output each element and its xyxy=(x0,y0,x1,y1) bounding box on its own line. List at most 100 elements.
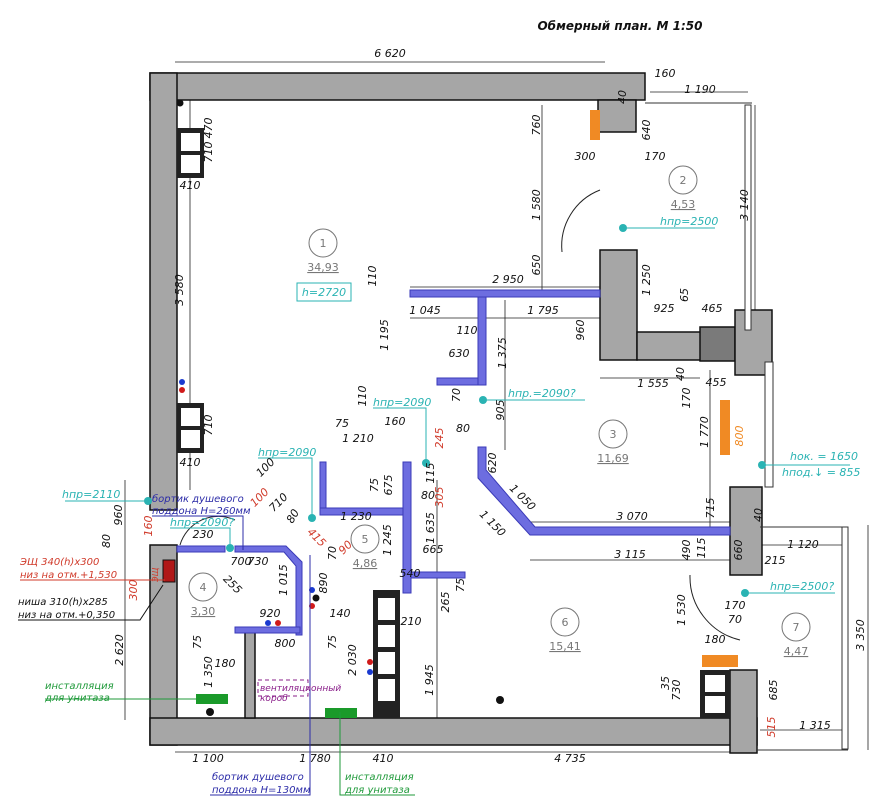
dimension-label: 3 070 xyxy=(616,510,648,523)
dimension-label: 6 620 xyxy=(374,47,406,60)
room-number-circle xyxy=(781,612,811,642)
dimension-label: 80 xyxy=(284,507,302,526)
dimension-label: 180 xyxy=(215,657,236,670)
room-area: 4,53 xyxy=(671,198,696,211)
room-number: 3 xyxy=(610,428,617,441)
room-number: 5 xyxy=(362,533,369,546)
dimension-label: 100 xyxy=(254,456,278,480)
dimension-label: 700 xyxy=(231,555,252,568)
door-height-label: hпр=2110 xyxy=(62,488,120,501)
fixtures xyxy=(176,99,738,718)
wall-column xyxy=(599,249,638,361)
room-area: 4,86 xyxy=(353,557,378,570)
dimension-label: 1 315 xyxy=(799,719,831,732)
dimension-label: 410 xyxy=(180,456,201,469)
dimension-label: 110 xyxy=(366,266,379,287)
dimension-label: 75 xyxy=(454,578,467,592)
walls xyxy=(149,72,773,754)
electrical-panel xyxy=(162,559,176,583)
dimension-label: 3 140 xyxy=(738,189,751,221)
brick-blocks xyxy=(177,128,730,718)
dimension-label: 1 120 xyxy=(787,538,819,551)
dimension-label: 70 xyxy=(728,613,742,626)
room-area: 11,69 xyxy=(597,452,629,465)
room-number-circle xyxy=(308,228,338,258)
dimension-label: 1 555 xyxy=(637,377,669,390)
sill-height-label: hпод.↓ = 855 xyxy=(782,466,860,479)
dimension-label: 170 xyxy=(725,599,746,612)
dimension-label: 1 245 xyxy=(381,524,394,556)
dimension-label: 1 635 xyxy=(424,512,437,544)
dimension-label: 1 100 xyxy=(192,752,224,765)
dimension-label: 160 xyxy=(385,415,406,428)
dimension-label: 2 030 xyxy=(346,644,359,676)
dimension-label: 1 195 xyxy=(378,319,391,351)
room-area: 34,93 xyxy=(307,261,339,274)
dimension-label: 960 xyxy=(112,505,125,526)
dimension-label: 75 xyxy=(335,417,349,430)
dimension-label: 920 xyxy=(260,607,281,620)
niche-note: низ на отм.+0,350 xyxy=(18,610,115,621)
dimension-label: 1 530 xyxy=(675,594,688,626)
partitions xyxy=(176,289,731,636)
dimension-label: 1 945 xyxy=(423,664,436,696)
niche-note: ниша 310(h)x285 xyxy=(18,597,108,608)
dimension-label: 650 xyxy=(530,255,543,276)
dimension-label: 3 350 xyxy=(854,619,867,651)
radiator-room3 xyxy=(720,400,730,455)
dimension-label: 160 xyxy=(142,516,155,537)
window-height-label: hок. = 1650 xyxy=(790,450,858,463)
dimension-label: 305 xyxy=(433,487,446,508)
toilet-installation-1 xyxy=(196,694,228,704)
room-number: 6 xyxy=(562,616,569,629)
dimension-label: 2 950 xyxy=(492,273,524,286)
dimension-label: 255 xyxy=(220,573,244,597)
dimension-label: 2 620 xyxy=(113,634,126,666)
dimension-label: 800 xyxy=(733,426,746,447)
windows xyxy=(645,102,849,751)
dimension-label: 1 190 xyxy=(684,83,716,96)
dimension-label: 40 xyxy=(674,367,687,381)
shower-curb-note: поддона Н=260мм xyxy=(152,506,251,517)
room-number: 7 xyxy=(793,621,800,634)
dimension-label: 540 xyxy=(400,567,421,580)
room-area: 3,30 xyxy=(191,605,216,618)
dimension-label: 620 xyxy=(486,453,499,474)
dimension-label: 4 735 xyxy=(554,752,586,765)
dimension-label: 710 xyxy=(202,415,215,436)
dimension-label: 75 xyxy=(326,635,339,649)
dimension-label: 465 xyxy=(702,302,723,315)
shower-curb-note: бортик душевого xyxy=(212,771,304,783)
room-area: 4,47 xyxy=(784,645,809,658)
door-height-label: hпр=2090 xyxy=(258,446,316,459)
ceiling-height-box xyxy=(296,282,352,302)
wall-bottom xyxy=(149,717,758,746)
dimension-label: 730 xyxy=(670,680,683,701)
ceiling-height: h=2720 xyxy=(302,286,346,299)
room-number-circle xyxy=(550,607,580,637)
room-number: 4 xyxy=(200,581,207,594)
dimension-label: 660 xyxy=(732,540,745,561)
dimension-label: 960 xyxy=(574,320,587,341)
window-room7 xyxy=(841,526,849,750)
toilet-installation-note: инсталляция xyxy=(345,772,414,783)
wall-pier-room7 xyxy=(729,486,763,576)
shower-curb-note: бортик душевого xyxy=(152,493,244,505)
door-height-markers xyxy=(65,224,850,597)
annotations: бортик душевого поддона Н=260мм бортик д… xyxy=(18,493,415,796)
wall-left-upper xyxy=(149,72,178,511)
dimension-label: 410 xyxy=(180,179,201,192)
wall-column-foot xyxy=(636,331,702,361)
door-swing-room4 xyxy=(179,515,236,546)
dimension-label: 1 230 xyxy=(340,510,372,523)
dimension-label: 170 xyxy=(680,388,693,409)
window-room2 xyxy=(744,104,752,331)
dimension-label: 110 xyxy=(356,386,369,407)
vent-duct-note: вентиляционный xyxy=(260,684,341,694)
dimension-label: 115 xyxy=(424,463,437,484)
dimension-label: 160 xyxy=(655,67,676,80)
dimension-label: 410 xyxy=(373,752,394,765)
dimension-label: 715 xyxy=(704,498,717,519)
dimension-lines xyxy=(124,61,869,753)
dimension-label: 265 xyxy=(439,592,452,613)
